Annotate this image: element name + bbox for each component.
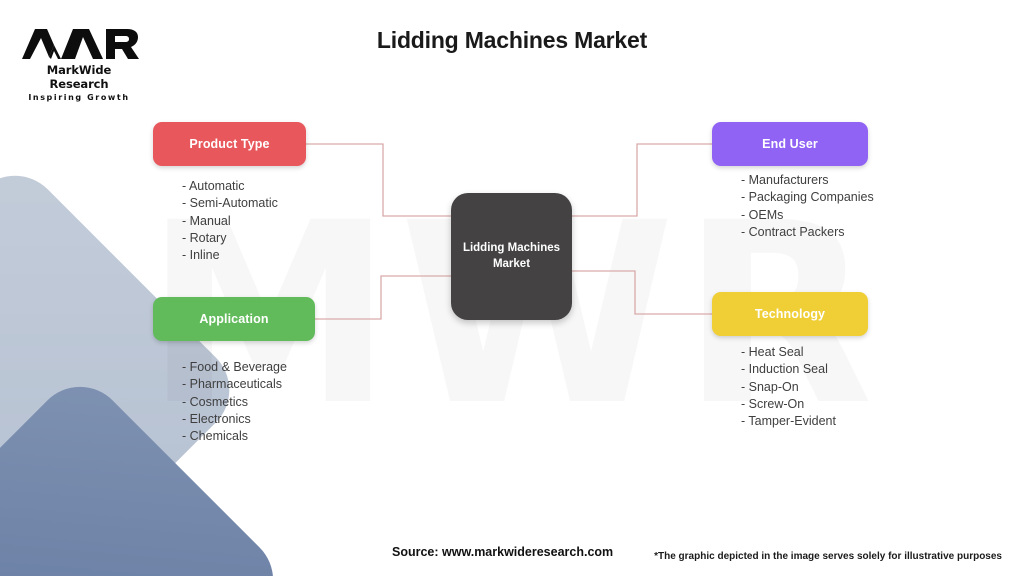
list-item: - Electronics: [182, 411, 251, 426]
center-node-label: Lidding Machines Market: [463, 241, 560, 272]
branch-label-technology: Technology: [754, 307, 826, 321]
logo-company-name: MarkWide Research: [46, 63, 112, 91]
branch-label-end-user: End User: [762, 137, 818, 151]
branch-label-product-type: Product Type: [189, 137, 270, 151]
list-item: - Snap-On: [741, 379, 799, 394]
branch-label-application: Application: [199, 312, 269, 326]
list-item: - Packaging Companies: [741, 190, 874, 205]
list-item: - Food & Beverage: [182, 360, 287, 374]
page-title: Lidding Machines Market: [376, 27, 648, 53]
connector-end-user: [566, 143, 712, 217]
connector-technology: [566, 270, 712, 315]
list-item: - Pharmaceuticals: [182, 377, 283, 392]
list-item: - Semi-Automatic: [182, 196, 278, 211]
branch-node-end-user[interactable]: End User: [712, 122, 868, 166]
list-item: - Manufacturers: [741, 173, 829, 187]
footer-disclaimer: *The graphic depicted in the image serve…: [654, 551, 1002, 562]
list-item: - Cosmetics: [182, 394, 248, 409]
list-item: - Manual: [182, 213, 231, 228]
connector-application: [315, 275, 458, 320]
branch-list-technology: - Heat Seal - Induction Seal - Snap-On -…: [741, 344, 836, 430]
list-item: - Induction Seal: [741, 362, 828, 377]
footer-source: Source: www.markwideresearch.com: [392, 545, 614, 559]
center-node: Lidding Machines Market: [451, 193, 572, 320]
logo-mwr-icon: [22, 29, 139, 59]
list-item: - Chemicals: [182, 429, 248, 444]
center-node-line1: Lidding Machines: [462, 241, 561, 254]
branch-list-end-user: - Manufacturers - Packaging Companies - …: [741, 172, 874, 241]
list-item: - Screw-On: [741, 396, 805, 411]
list-item: - Inline: [182, 248, 220, 263]
center-node-line2: Market: [492, 257, 531, 270]
list-item: - Contract Packers: [741, 224, 845, 239]
connector-product-type: [306, 143, 458, 217]
branch-list-application: - Food & Beverage - Pharmaceuticals - Co…: [182, 359, 287, 445]
brand-logo: MarkWide Research Inspiring Growth: [18, 26, 140, 102]
list-item: - Rotary: [182, 230, 227, 245]
list-item: - Tamper-Evident: [741, 414, 836, 429]
branch-list-product-type: - Automatic - Semi-Automatic - Manual - …: [182, 178, 278, 264]
branch-node-product-type[interactable]: Product Type: [153, 122, 306, 166]
branch-node-technology[interactable]: Technology: [712, 292, 868, 336]
list-item: - Automatic: [182, 179, 245, 193]
branch-node-application[interactable]: Application: [153, 297, 315, 341]
logo-tagline: Inspiring Growth: [28, 93, 130, 102]
list-item: - OEMs: [741, 207, 784, 222]
list-item: - Heat Seal: [741, 345, 804, 359]
